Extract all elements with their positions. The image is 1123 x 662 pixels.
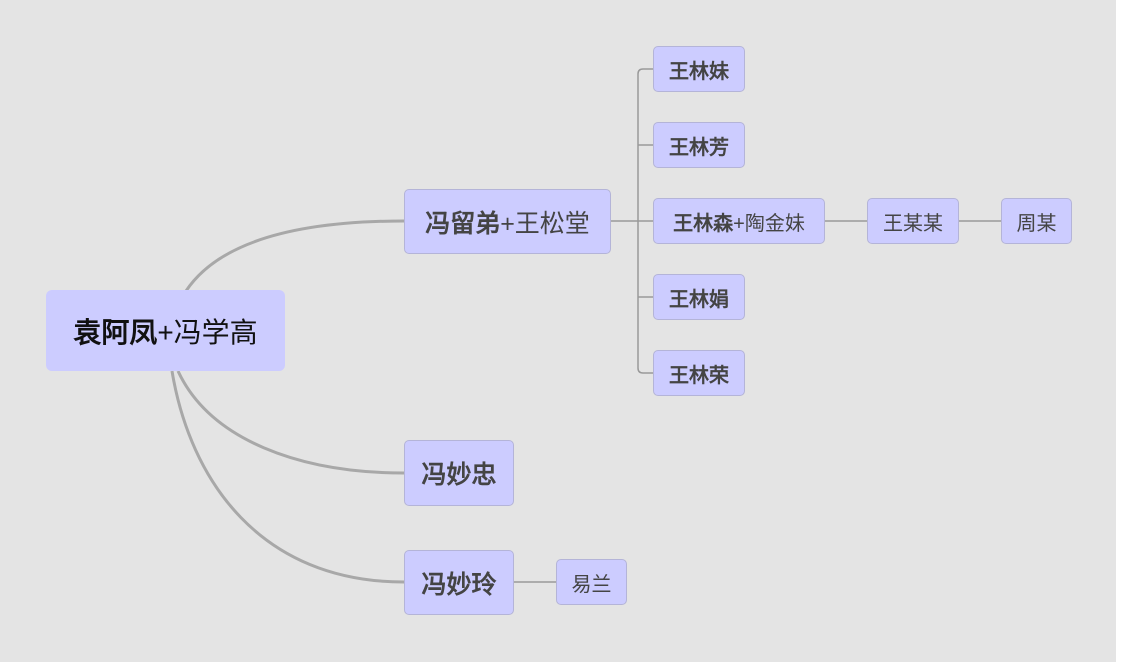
child-node-1[interactable]: 王林妹	[653, 46, 745, 92]
child-node-5[interactable]: 王林荣	[653, 350, 745, 396]
node-normal-label: +王松堂	[500, 209, 590, 238]
node-bold-label: 王林妹	[669, 60, 729, 83]
node-bold-label: 王林芳	[669, 136, 729, 159]
node-label: 易兰	[571, 573, 612, 596]
link-branch1-bracket	[611, 68, 653, 374]
link-root-branch-3	[170, 370, 405, 584]
node-bold-label: 王林娟	[669, 288, 729, 311]
root-bold-label: 袁阿凤	[73, 316, 158, 348]
link-root-branch-2	[176, 370, 405, 475]
child-node-3[interactable]: 王林森+陶金妹	[653, 198, 825, 244]
child-node-2[interactable]: 王林芳	[653, 122, 745, 168]
node-bold-label: 王林森	[673, 212, 734, 235]
node-wangmoumou[interactable]: 王某某	[867, 198, 959, 244]
node-bold-label: 王林荣	[669, 364, 729, 387]
branch-node-2[interactable]: 冯妙忠	[404, 440, 514, 506]
branch-node-1[interactable]: 冯留弟+王松堂	[404, 189, 611, 254]
root-normal-label: +冯学高	[157, 316, 258, 348]
child-node-4[interactable]: 王林娟	[653, 274, 745, 320]
branch-node-3[interactable]: 冯妙玲	[404, 550, 514, 615]
link-root-branch-1	[184, 219, 405, 292]
node-bold-label: 冯妙玲	[421, 570, 497, 599]
node-bold-label: 冯妙忠	[421, 461, 497, 489]
root-node[interactable]: 袁阿凤+冯学高	[46, 290, 285, 371]
node-label: 周某	[1016, 212, 1057, 235]
node-normal-label: +陶金妹	[733, 212, 805, 235]
node-zhoumou[interactable]: 周某	[1001, 198, 1072, 244]
node-label: 王某某	[883, 212, 943, 235]
node-yilan[interactable]: 易兰	[556, 559, 627, 605]
node-bold-label: 冯留弟	[425, 209, 501, 238]
